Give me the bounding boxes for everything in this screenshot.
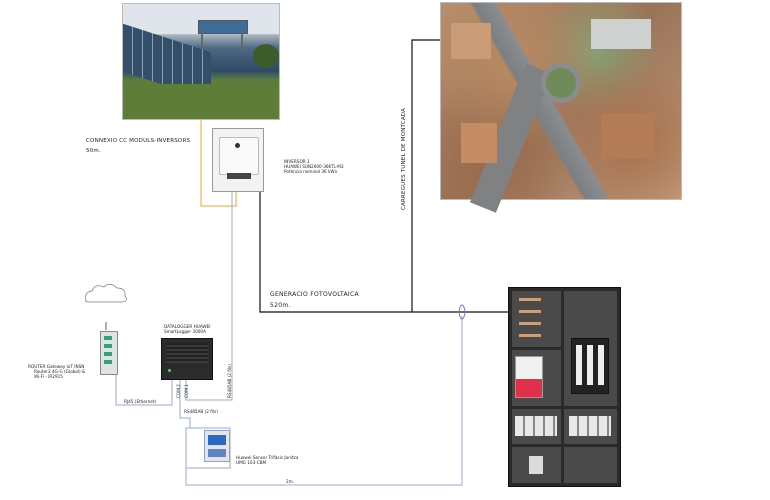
router-label-1: ROUTER Gateway IoT INSN [28,364,85,369]
block-4 [461,123,497,163]
dc-cable-2 [201,190,237,207]
com2-label: COM 2 [176,384,181,398]
meter-run-length: 2m. [286,479,295,484]
router-port-4 [104,360,112,364]
carregues-label: CARREGUES TUNEL DE MONTCADA [401,107,407,210]
sign-post [201,30,203,52]
breaker-row-right [569,416,611,436]
connexio-title: CONNEXIO CC MODULS-INVERSORS [86,138,191,144]
com1-label: COM 1 [184,384,189,398]
router-device [100,331,118,375]
sensor-display [208,435,226,445]
router-port-3 [104,352,112,356]
busbar-3 [519,322,541,325]
inverter-connectors [227,173,251,179]
main-switch [571,338,609,394]
ac-cable-generation [259,190,508,313]
inverter-device [212,128,264,192]
rs485-inverter-cable [185,190,233,401]
energy-meter-base [516,379,542,397]
inverter-model: HUAWEI SUN2000-36KTL-M3 [284,164,344,169]
block-3 [591,19,651,49]
cabinet-panel-bottom-right [564,447,617,483]
load-cable [411,39,440,312]
block-1 [451,23,491,59]
inverter-name: INVERSOR 1 [284,159,310,164]
roundabout [541,63,581,103]
rj45-cable [115,372,173,406]
sensor-device [204,430,230,462]
datalogger-name: DATALOGGER HUAWEI [164,324,211,329]
router-label-2: Router3 4G-G (Global) & [34,369,86,374]
breaker-row [515,416,557,436]
energy-meter [515,356,543,398]
rj45-label: RJ45 (Ethernet) [124,399,157,404]
fuse-2 [587,345,593,385]
router-port-1 [104,336,112,340]
datalogger-device [161,338,213,380]
router-port-2 [104,344,112,348]
sensor-label-1: Huawei Sensor Trifàsic Janitza [236,455,299,460]
fuse-3 [598,345,604,385]
rs485-sensor-label: RS485AB (2 fils) [184,409,218,414]
busbar-1 [519,298,541,301]
trees [253,44,279,68]
datalogger-model: SmartLogger 3000A [164,329,206,334]
generacio-title: GENERACIO FOTOVOLTAICA [270,291,359,298]
aerial-photo [440,2,682,213]
block-2 [601,113,655,159]
busbar-4 [519,334,541,337]
electrical-cabinet [508,287,621,487]
inverter-power: Potència nominal 36 kWn [284,169,338,174]
generacio-length: 520m. [270,302,291,309]
sensor-terminals [208,449,226,457]
cloud-icon [85,283,127,303]
solar-panels-photo [122,3,280,120]
busbar-2 [519,310,541,313]
current-transformer-icon [458,304,466,320]
datalogger-led-icon [168,369,171,372]
sign-post-2 [241,30,243,52]
datalogger-fins [166,343,208,363]
sensor-label-2: UMG 103-CBM [236,460,267,465]
inverter-logo-icon [235,143,240,148]
com-cable [179,378,191,428]
highway-sign [198,20,248,34]
router-label-3: Wi-Fi - IR2915 [34,374,63,379]
connexio-length: 50m. [86,148,101,154]
rs485-inverter-label: RS485AB (2 fils) [227,364,232,398]
fuse-1 [576,345,582,385]
sensor-frame [185,427,231,469]
small-breaker [529,456,543,474]
grass [123,84,279,119]
